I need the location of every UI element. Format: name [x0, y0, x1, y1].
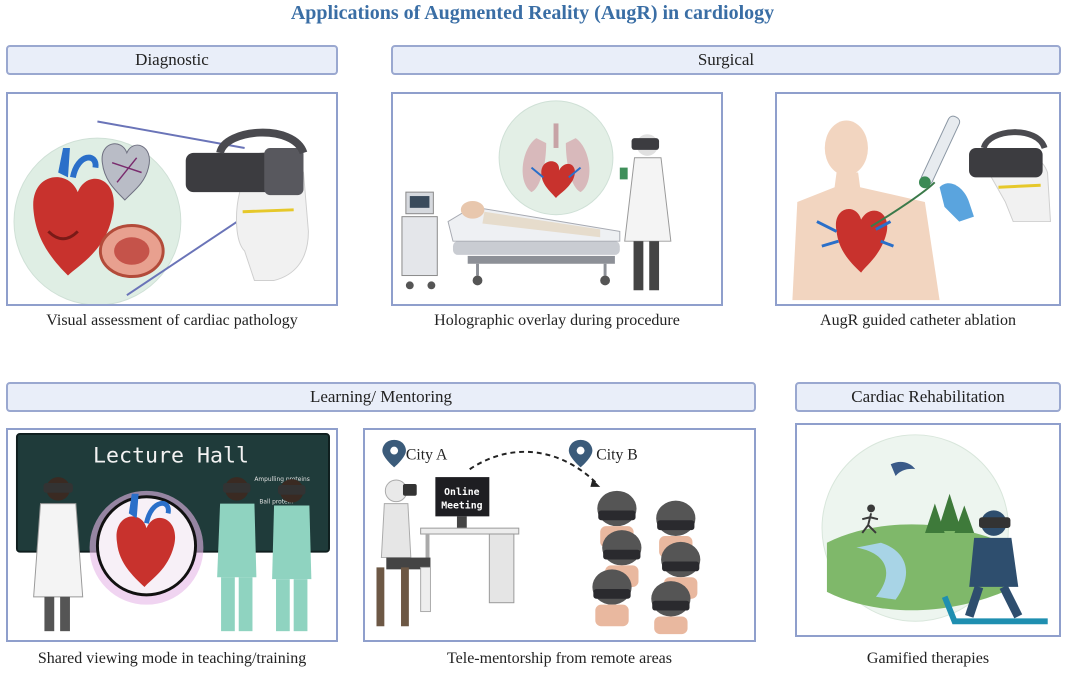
screen-line-1: Online	[444, 486, 479, 498]
caption-gamified: Gamified therapies	[866, 650, 990, 667]
runner-icon	[861, 504, 879, 534]
board-note-2: Ball protein	[259, 500, 293, 506]
figure-title: Applications of Augmented Reality (AugR)…	[290, 2, 775, 24]
location-pin-b-icon	[568, 439, 593, 468]
trainees-group-icon	[592, 490, 701, 635]
lecturer-icon	[33, 477, 84, 632]
hospital-bed-icon	[447, 200, 621, 286]
panel-holographic	[391, 92, 723, 306]
holographic-illustration	[401, 100, 672, 291]
caption-visual: Visual assessment of cardiac pathology	[46, 312, 298, 329]
student-1-icon	[217, 477, 257, 632]
heart-large-icon	[33, 147, 114, 276]
river	[856, 542, 907, 600]
tele-mentorship-illustration: City A City B Online Meeting	[376, 439, 701, 635]
vr-headset-icon	[969, 147, 1043, 178]
heart-cross-section-icon	[98, 224, 165, 278]
arrow-head	[590, 479, 601, 487]
catheter-icon	[870, 115, 961, 228]
caption-tele: Tele-mentorship from remote areas	[446, 650, 672, 667]
lecture-hall-illustration: Lecture Hall Ampulling proteins Ball pro…	[15, 432, 330, 632]
heart-hologram-icon	[116, 493, 176, 588]
screen-line-2: Meeting	[441, 500, 482, 512]
caption-shared: Shared viewing mode in teaching/training	[37, 650, 307, 667]
caption-holographic: Holographic overlay during procedure	[434, 312, 680, 329]
vr-headset-icon	[185, 152, 284, 193]
projection-line-top	[97, 120, 245, 149]
panel-gamified	[795, 423, 1061, 637]
mentor-person-icon	[376, 479, 431, 627]
patient-torso-icon	[792, 120, 940, 301]
ventilator-icon	[401, 191, 438, 290]
city-b-label: City B	[596, 446, 637, 463]
board-title: Lecture Hall	[93, 443, 249, 468]
trees-icon	[925, 493, 975, 533]
gamified-illustration	[821, 434, 1048, 625]
section-header-surgical: Surgical	[391, 45, 1061, 75]
treadmill-icon	[941, 595, 1048, 625]
panel-diagnostic	[6, 92, 338, 306]
head-with-headset-icon	[185, 128, 309, 281]
head-with-headset-icon	[969, 129, 1051, 223]
location-pin-a-icon	[382, 439, 406, 468]
section-header-diagnostic: Diagnostic	[6, 45, 338, 75]
city-a-label: City A	[406, 446, 448, 463]
patient-head	[460, 200, 485, 219]
treadmill-user-icon	[941, 510, 1048, 625]
diagnostic-illustration	[13, 120, 309, 304]
lungs-heart-icon	[522, 123, 590, 199]
heart-wireframe-icon	[101, 143, 150, 201]
student-2-icon	[272, 479, 312, 632]
section-header-rehab: Cardiac Rehabilitation	[795, 382, 1061, 412]
computer-desk-icon: Online Meeting	[420, 477, 520, 604]
ablation-illustration	[792, 115, 1051, 301]
caption-ablation: AugR guided catheter ablation	[820, 312, 1016, 329]
panel-shared-viewing: Lecture Hall Ampulling proteins Ball pro…	[6, 428, 338, 642]
board-note-1: Ampulling proteins	[254, 477, 309, 483]
panel-ablation	[775, 92, 1061, 306]
gloved-hand-icon	[939, 183, 974, 222]
doctor-with-headset-icon	[619, 134, 672, 291]
dashed-connection-arrow	[469, 450, 598, 485]
section-header-learning: Learning/ Mentoring	[6, 382, 756, 412]
projection-line-bottom	[126, 215, 246, 296]
panel-tele-mentorship: City A City B Online Meeting	[363, 428, 756, 642]
bird-icon	[890, 461, 916, 477]
